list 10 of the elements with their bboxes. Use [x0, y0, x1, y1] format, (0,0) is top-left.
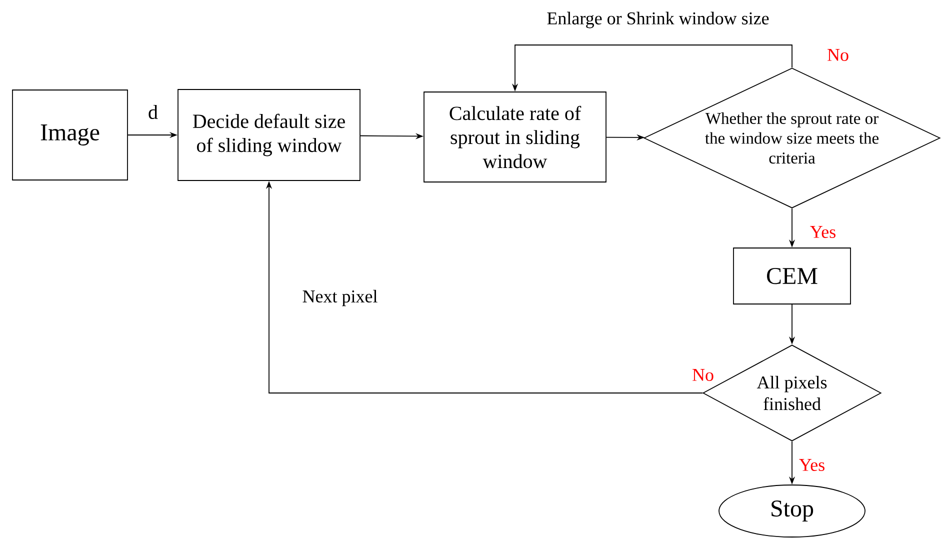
process-box: Calculate rate of sprout in sliding window [424, 92, 606, 182]
process-box: Decide default size of sliding window [178, 89, 360, 181]
edge-label: Next pixel [301, 288, 379, 308]
branch-label: No [692, 369, 714, 381]
edge-label: Yes [808, 225, 838, 239]
process-box: CEM [733, 248, 851, 304]
edge-label: d [147, 104, 159, 120]
edge-label: Enlarge or Shrink window size [546, 10, 770, 30]
process-box: Image [12, 90, 128, 180]
edge-label: Yes [798, 458, 826, 472]
